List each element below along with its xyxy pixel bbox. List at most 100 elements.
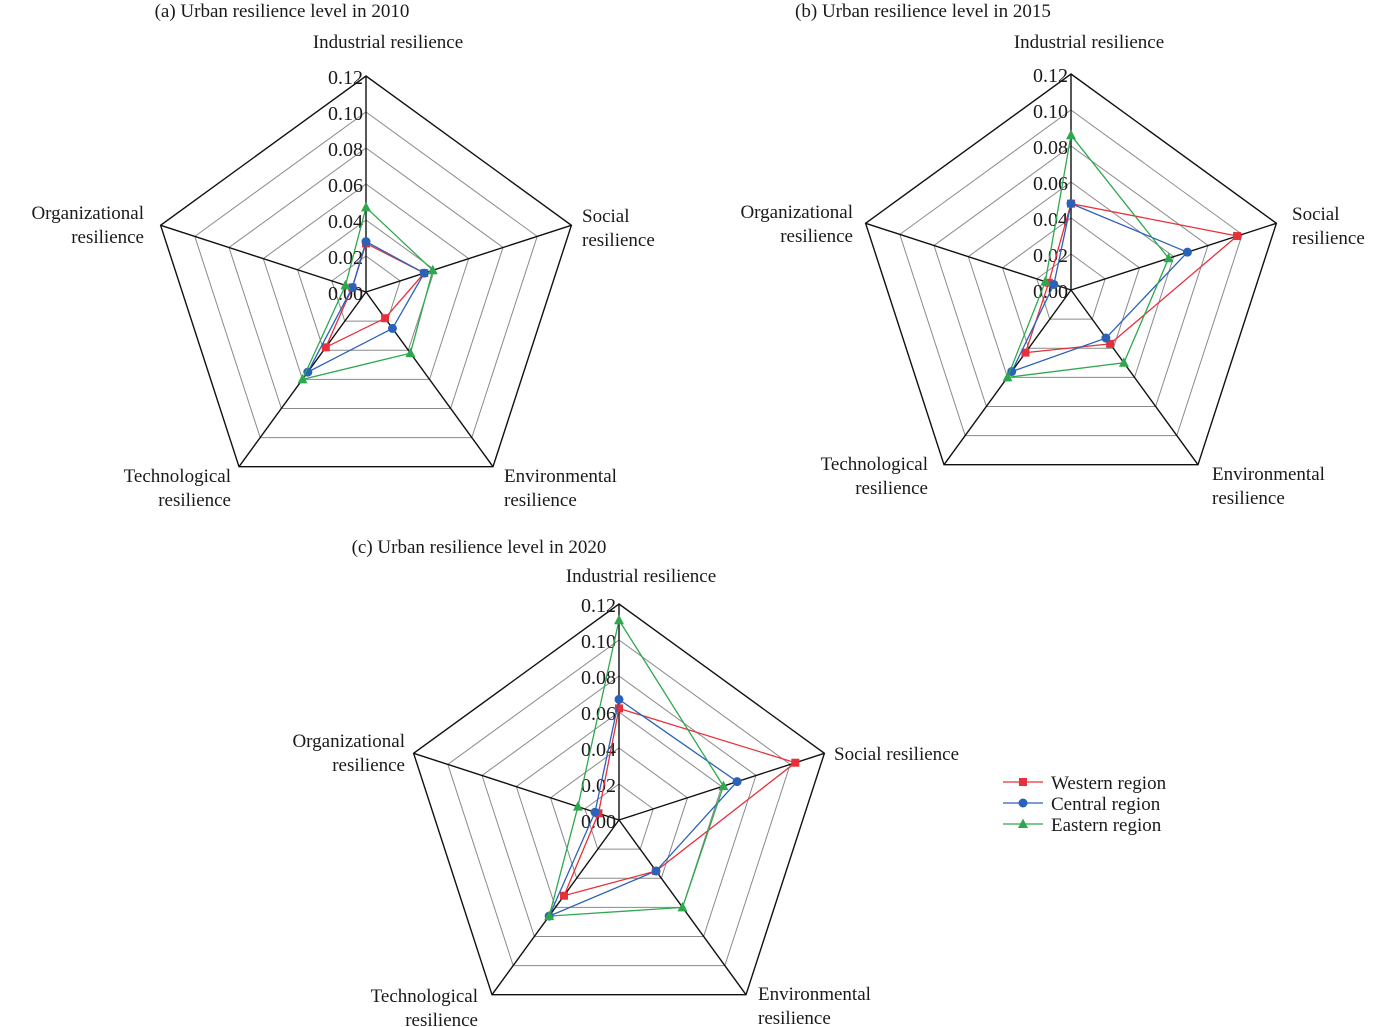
chart-title: (c) Urban resilience level in 2020 [352,537,607,558]
axis-label-line: Industrial resilience [1014,32,1164,53]
axis-label-line: Environmental [1212,464,1325,485]
data-point [590,807,600,817]
data-point [361,201,371,212]
data-point [1182,247,1192,257]
axis-label-line: resilience [504,490,577,511]
tick-label: 0.08 [328,139,363,161]
axis-label-social-resilience: Social resilience [834,744,959,765]
data-point [1106,339,1115,348]
series-central-region [1007,199,1192,377]
series-line [301,206,434,381]
axis-label-line: resilience [582,230,655,251]
axis-label-environmental-resilience: Environmental resilience [504,466,617,511]
axis-label-line: resilience [855,478,928,499]
data-point [340,279,351,290]
grid-ring [515,711,723,908]
legend-entry-central-region: Central region [1003,794,1161,815]
axis-spoke [160,224,367,293]
axis-label-line: resilience [71,227,144,248]
data-point [1066,199,1076,209]
tick-label: 0.10 [581,631,616,653]
radar-grid [412,603,826,996]
radar-grid [159,75,573,468]
series-line [1024,202,1239,354]
series-central-region [544,694,742,921]
grid-ring [262,183,470,380]
axis-label-line: Social [582,206,630,227]
axis-label-line: Organizational [740,202,853,223]
tick-label: 0.06 [328,175,363,197]
axis-label-line: Social [1292,204,1340,225]
grid-ring [549,747,689,879]
series-line [306,240,426,374]
series-eastern-region [297,201,438,384]
data-point [1101,333,1111,343]
axis-label-line: resilience [1292,228,1365,249]
series-line [1006,133,1170,379]
tick-label: 0.04 [328,211,363,233]
data-point [1049,279,1059,289]
legend-label: Western region [1051,773,1167,794]
data-point [419,268,429,278]
data-point [387,323,397,333]
data-point [1021,348,1030,357]
axis-label-organizational-resilience: Organizational resilience [292,731,405,776]
grid-ring [331,255,401,322]
axis-label-environmental-resilience: Environmental resilience [1212,464,1325,509]
tick-label: 0.10 [1033,101,1068,123]
axis-label-line: resilience [405,1010,478,1027]
axis-label-line: resilience [758,1008,831,1027]
axis-label-technological-resilience: Technological resilience [371,986,478,1027]
axis-label-industrial-resilience: Industrial resilience [566,566,716,587]
data-point [1066,129,1076,140]
grid-ring [1036,253,1106,320]
tick-labels: 0.000.020.040.060.080.100.12 [1033,65,1068,303]
tick-label: 0.00 [581,811,616,833]
grid-ring [447,639,791,967]
axis-label-line: Technological [371,986,478,1007]
data-point [614,614,624,625]
axis-label-line: resilience [1212,488,1285,509]
tick-label: 0.10 [328,103,363,125]
grid-ring [864,73,1278,466]
legend-label: Central region [1051,794,1161,815]
data-point [1040,276,1051,286]
axis-spoke [491,819,620,996]
series-line [548,618,725,917]
tick-label: 0.12 [581,595,616,617]
axis-label-social-resilience: Social resilience [582,206,655,251]
legend-label: Eastern region [1051,815,1162,836]
axis-label-line: Environmental [504,466,617,487]
data-point [1233,232,1242,241]
chart-title: (b) Urban resilience level in 2015 [795,1,1051,22]
data-point [1163,252,1174,263]
axis-label-line: resilience [780,226,853,247]
data-point [614,694,624,704]
tick-label: 0.06 [1033,173,1068,195]
tick-label: 0.04 [1033,209,1068,231]
axis-label-line: Organizational [292,731,405,752]
legend-entry-eastern-region: Eastern region [1003,815,1162,836]
tick-label: 0.12 [328,67,363,89]
grid-ring [481,675,757,937]
data-point [651,866,661,876]
grid-ring [412,603,826,996]
radar-chart-2020: 0.000.020.040.060.080.100.12(c) Urban re… [292,537,959,1027]
data-point [791,758,800,767]
data-point [1118,357,1129,367]
data-point [732,777,742,787]
series-line [562,707,797,897]
data-point [718,780,729,791]
axis-label-line: resilience [332,755,405,776]
axis-label-line: Social resilience [834,744,959,765]
data-point [303,367,313,377]
tick-label: 0.08 [1033,137,1068,159]
legend-entry-western-region: Western region [1003,773,1167,794]
data-point [572,801,583,811]
axis-label-industrial-resilience: Industrial resilience [313,32,463,53]
axis-label-line: Industrial resilience [313,32,463,53]
